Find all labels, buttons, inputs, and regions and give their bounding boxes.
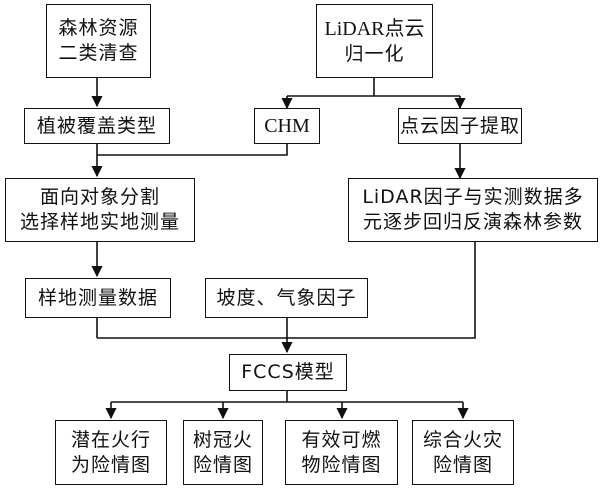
node-object-segmentation: 面向对象分割选择样地实地测量: [5, 178, 195, 242]
node-chm: CHM: [254, 108, 320, 144]
connector-inversion-down: [97, 242, 476, 339]
node-slope-weather: 坡度、气象因子: [205, 278, 368, 318]
node-vegetation-type: 植被覆盖类型: [24, 108, 170, 144]
node-fccs-model: FCCS模型: [229, 354, 347, 391]
node-lidar-normalize: LiDAR点云归一化: [316, 4, 433, 78]
node-output-composite-fire: 综合火灾险情图: [412, 420, 514, 485]
connector-chm-merge: [97, 144, 288, 156]
node-lidar-inversion: LiDAR因子与实测数据多元逐步回归反演森林参数: [348, 178, 598, 242]
node-output-potential-fire: 潜在火行为险情图: [55, 420, 167, 485]
node-output-crown-fire: 树冠火险情图: [183, 420, 263, 485]
node-pointcloud-factor: 点云因子提取: [398, 108, 522, 144]
node-plot-data: 样地测量数据: [25, 278, 171, 318]
node-output-fuel-hazard: 有效可燃物险情图: [285, 420, 398, 485]
node-forest-survey: 森林资源二类清查: [46, 4, 151, 78]
